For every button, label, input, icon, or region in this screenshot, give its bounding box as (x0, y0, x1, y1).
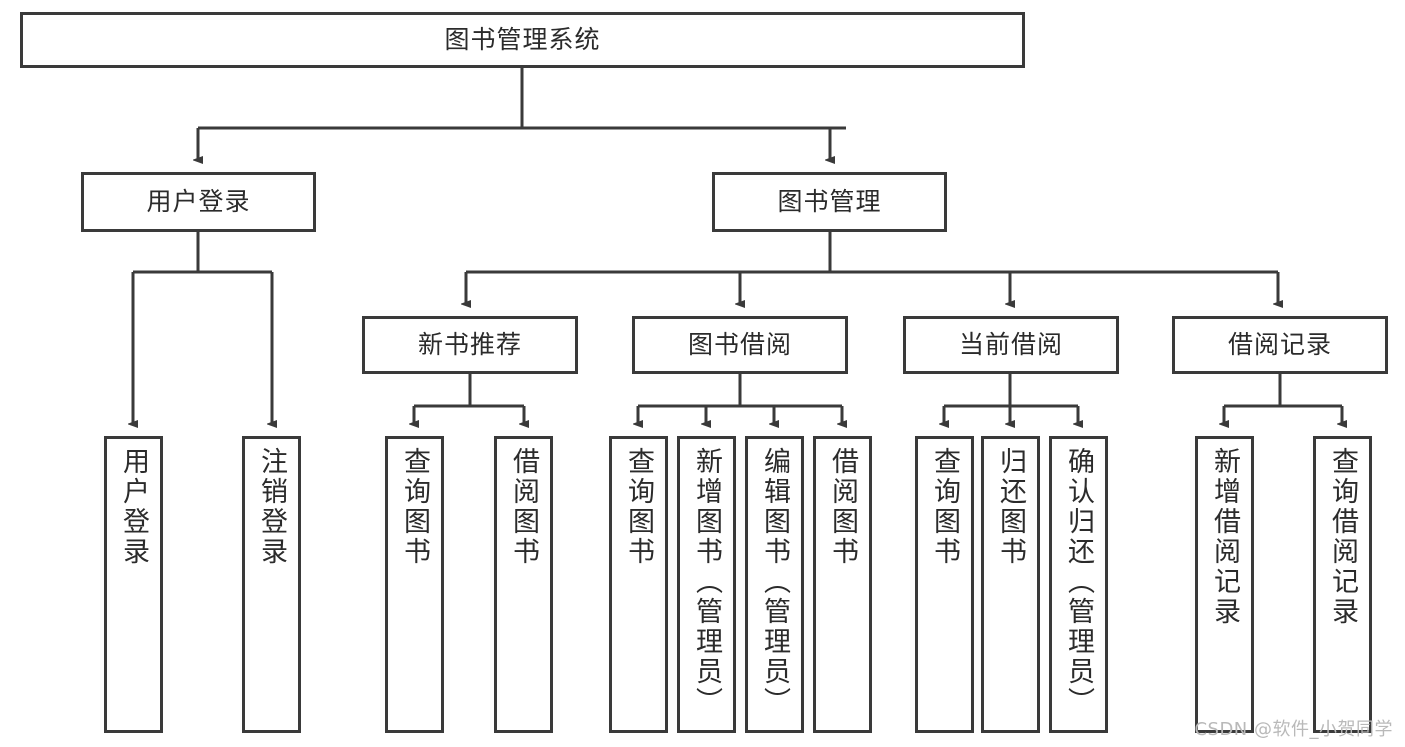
node-user-login[interactable]: 用户登录 (81, 172, 316, 232)
leaf-current-borrow-confirm[interactable]: 确认归还（管理员） (1049, 436, 1108, 733)
node-label: 用户登录 (118, 447, 149, 567)
node-root-system[interactable]: 图书管理系统 (20, 12, 1025, 68)
node-label: 新书推荐 (417, 330, 522, 359)
leaf-current-borrow-return[interactable]: 归还图书 (981, 436, 1040, 733)
node-label: 查询图书 (399, 447, 430, 567)
node-borrow-record[interactable]: 借阅记录 (1172, 316, 1388, 374)
node-label: 图书管理系统 (444, 25, 601, 54)
node-book-manage[interactable]: 图书管理 (712, 172, 947, 232)
node-current-borrow[interactable]: 当前借阅 (903, 316, 1119, 374)
node-label: 借阅记录 (1227, 330, 1332, 359)
node-label: 图书管理 (777, 187, 882, 216)
node-label: 新增借阅记录 (1209, 447, 1240, 627)
node-label: 新增图书（管理员） (691, 447, 722, 717)
node-label: 图书借阅 (687, 330, 792, 359)
leaf-new-book-borrow[interactable]: 借阅图书 (494, 436, 553, 733)
node-label: 查询借阅记录 (1327, 447, 1358, 627)
node-label: 借阅图书 (827, 447, 858, 567)
leaf-current-borrow-query[interactable]: 查询图书 (915, 436, 974, 733)
leaf-book-borrow-query[interactable]: 查询图书 (609, 436, 668, 733)
leaf-book-borrow-add[interactable]: 新增图书（管理员） (677, 436, 736, 733)
node-label: 注销登录 (256, 447, 287, 567)
node-label: 查询图书 (929, 447, 960, 567)
leaf-book-borrow-edit[interactable]: 编辑图书（管理员） (745, 436, 804, 733)
node-label: 确认归还（管理员） (1063, 447, 1094, 717)
node-label: 查询图书 (623, 447, 654, 567)
node-label: 当前借阅 (958, 330, 1063, 359)
leaf-user-login-login[interactable]: 用户登录 (104, 436, 163, 733)
leaf-user-login-logout[interactable]: 注销登录 (242, 436, 301, 733)
node-new-book-recommend[interactable]: 新书推荐 (362, 316, 578, 374)
node-label: 编辑图书（管理员） (759, 447, 790, 717)
node-label: 归还图书 (995, 447, 1026, 567)
node-label: 用户登录 (146, 187, 251, 216)
leaf-new-book-query[interactable]: 查询图书 (385, 436, 444, 733)
node-label: 借阅图书 (508, 447, 539, 567)
leaf-borrow-record-add[interactable]: 新增借阅记录 (1195, 436, 1254, 733)
leaf-book-borrow-borrow[interactable]: 借阅图书 (813, 436, 872, 733)
leaf-borrow-record-query[interactable]: 查询借阅记录 (1313, 436, 1372, 733)
node-book-borrow[interactable]: 图书借阅 (632, 316, 848, 374)
